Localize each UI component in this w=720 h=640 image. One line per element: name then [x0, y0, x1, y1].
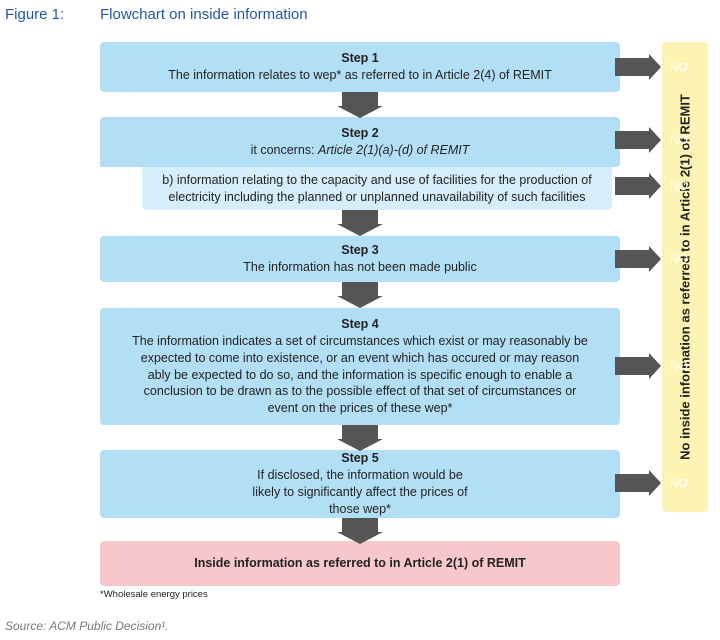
- yes-arrow: YES: [337, 518, 418, 544]
- yes-arrow: YES: [337, 92, 418, 118]
- step-text-article: Article 2(1)(a)-(d) of REMIT: [317, 143, 470, 157]
- yes-label: YES: [393, 211, 418, 225]
- yes-label: YES: [393, 93, 418, 107]
- down-arrow-icon: [337, 425, 383, 451]
- no-arrow: NO: [615, 54, 688, 80]
- step-text: If disclosed, the information would be l…: [252, 468, 468, 516]
- no-outcome-text: No inside information as referred to in …: [677, 94, 693, 460]
- step-title: Step 1: [341, 51, 379, 66]
- inside-information-box: Inside information as referred to in Art…: [100, 541, 620, 586]
- right-arrow-icon: [615, 246, 661, 272]
- no-arrow: NO: [615, 470, 688, 496]
- step-1-box: Step 1 The information relates to wep* a…: [100, 42, 620, 92]
- down-arrow-icon: [337, 92, 383, 118]
- right-arrow-icon: [615, 127, 661, 153]
- step-text-prefix: it concerns:: [250, 143, 318, 157]
- step-5-box: Step 5 If disclosed, the information wou…: [100, 450, 620, 518]
- no-label: NO: [670, 359, 688, 373]
- yes-arrow: YES: [337, 282, 418, 308]
- step-2-sub-box: b) information relating to the capacity …: [142, 167, 612, 210]
- no-arrow: NO: [615, 246, 688, 272]
- step-text: The information relates to wep* as refer…: [168, 68, 552, 82]
- step-2-sub-text: b) information relating to the capacity …: [162, 172, 592, 204]
- down-arrow-icon: [337, 518, 383, 544]
- yes-label: YES: [393, 519, 418, 533]
- no-label: NO: [670, 252, 688, 266]
- source: Source: ACM Public Decision¹.: [5, 619, 169, 633]
- step-text: it concerns: Article 2(1)(a)-(d) of REMI…: [100, 142, 620, 159]
- step-4-box: Step 4 The information indicates a set o…: [100, 308, 620, 425]
- no-arrow: NO: [615, 173, 688, 199]
- no-arrow: NO: [615, 127, 688, 153]
- step-3-box: Step 3 The information has not been made…: [100, 236, 620, 282]
- step-title: Step 3: [341, 243, 379, 258]
- step-title: Step 5: [341, 451, 379, 466]
- no-arrow: NO: [615, 353, 688, 379]
- step-title: Step 2: [341, 126, 379, 141]
- no-label: NO: [670, 179, 688, 193]
- yes-label: YES: [393, 283, 418, 297]
- yes-arrow: YES: [337, 210, 418, 236]
- no-label: NO: [670, 476, 688, 490]
- no-label: NO: [670, 60, 688, 74]
- step-2-box: Step 2 it concerns: Article 2(1)(a)-(d) …: [100, 117, 620, 167]
- no-label: NO: [670, 133, 688, 147]
- step-text: The information has not been made public: [243, 260, 477, 274]
- right-arrow-icon: [615, 173, 661, 199]
- down-arrow-icon: [337, 282, 383, 308]
- step-title: Step 4: [341, 316, 379, 331]
- right-arrow-icon: [615, 353, 661, 379]
- step-text: The information indicates a set of circu…: [132, 333, 588, 416]
- down-arrow-icon: [337, 210, 383, 236]
- yes-label: YES: [393, 426, 418, 440]
- yes-arrow: YES: [337, 425, 418, 451]
- footnote: *Wholesale energy prices: [100, 589, 208, 600]
- right-arrow-icon: [615, 470, 661, 496]
- figure-title: Flowchart on inside information: [100, 6, 308, 23]
- figure-label: Figure 1:: [5, 6, 65, 23]
- right-arrow-icon: [615, 54, 661, 80]
- no-inside-information-box: No inside information as referred to in …: [662, 42, 708, 512]
